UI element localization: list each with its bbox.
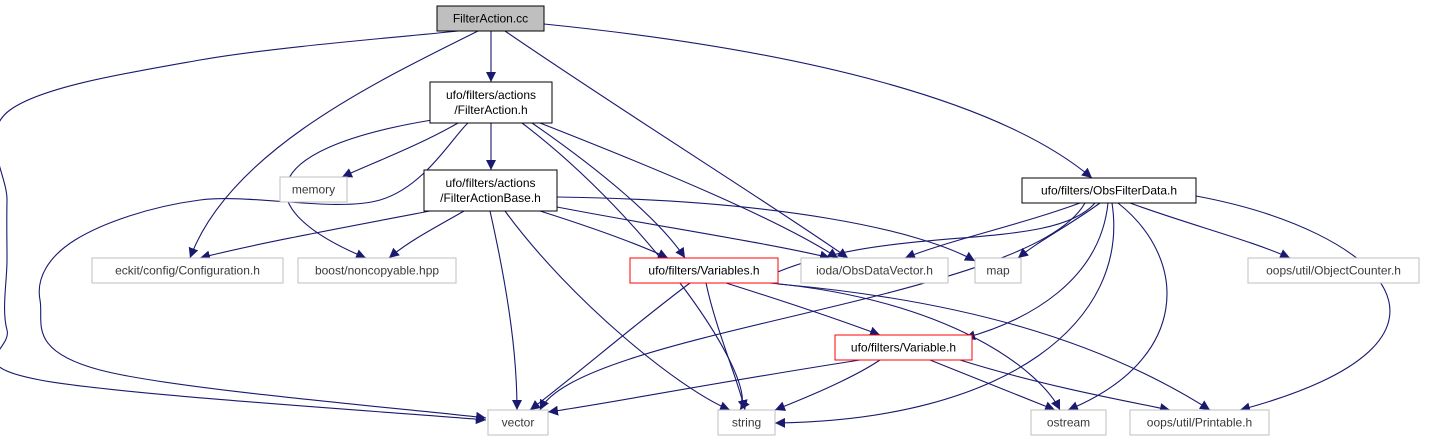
edge-ufo-filters-variable-h-to-oops-util-printable-h [959,359,1171,413]
node-box [1021,177,1197,204]
node-box [717,409,776,436]
edge-ufo-filters-obsfilterdata-h-to-ostream [1067,202,1168,411]
node-ufo-filters-variable-h[interactable]: ufo/filters/Variable.h [834,334,973,361]
node-box [800,257,949,284]
node-box [436,5,545,32]
edge-ufo-filters-variables-h-to-ostream [769,282,1061,411]
node-label: memory [292,183,335,197]
node-label: ufo/filters/actions [446,88,536,102]
edge-ufo-filters-variable-h-to-vector [547,359,861,416]
node-ostream: ostream [1030,409,1107,436]
node-label: oops/util/ObjectCounter.h [1266,264,1401,278]
edge-ufo-filters-actions-filteractionbase-h-to-boost-noncopyable-hpp [388,210,465,259]
edge-filteraction-cc-to-ioda-obsdatavector-h [504,30,849,259]
node-oops-util-printable-h: oops/util/Printable.h [1129,409,1270,436]
node-label: /FilterActionBase.h [440,191,541,205]
node-ioda-obsdatavector-h: ioda/ObsDataVector.h [800,257,949,284]
node-box [974,257,1022,284]
node-box [1129,409,1270,436]
node-box [91,257,284,284]
edge-ufo-filters-actions-filteraction-h-to-memory [341,122,459,178]
node-ufo-filters-actions-filteraction-h[interactable]: ufo/filters/actions/FilterAction.h [429,81,553,124]
node-label: ufo/filters/Variable.h [851,341,956,355]
node-map: map [974,257,1022,284]
node-box [487,409,549,436]
node-box [834,334,973,361]
node-boost-noncopyable-hpp: boost/noncopyable.hpp [297,257,457,284]
node-label: boost/noncopyable.hpp [315,264,439,278]
node-label: ostream [1047,416,1090,430]
node-box [423,169,558,212]
node-label: string [732,416,761,430]
edge-ufo-filters-actions-filteraction-h-to-ioda-obsdatavector-h [539,122,839,259]
node-ufo-filters-obsfilterdata-h[interactable]: ufo/filters/ObsFilterData.h [1021,177,1197,204]
edge-ufo-filters-variables-h-to-oops-util-printable-h [777,283,1211,411]
node-label: ioda/ObsDataVector.h [816,264,933,278]
edge-ufo-filters-actions-filteractionbase-h-to-eckit-config-configuration-h [199,210,431,261]
node-label: /FilterAction.h [454,103,527,117]
edge-ufo-filters-actions-filteractionbase-h-to-ioda-obsdatavector-h [556,206,831,261]
node-label: ufo/filters/actions [445,176,535,190]
edge-ufo-filters-actions-filteractionbase-h-to-vector [489,210,522,411]
edge-ufo-filters-variables-h-to-ufo-filters-variable-h [725,282,881,337]
node-oops-util-objectcounter-h: oops/util/ObjectCounter.h [1247,257,1420,284]
node-box [629,257,779,284]
edge-ufo-filters-variables-h-to-vector [529,282,691,411]
edge-ufo-filters-obsfilterdata-h-to-string [774,202,1115,428]
edge-ufo-filters-obsfilterdata-h-to-oops-util-objectcounter-h [1129,202,1291,259]
edge-ufo-filters-obsfilterdata-h-to-vector [539,202,1086,411]
node-box [429,81,553,124]
edge-ufo-filters-variable-h-to-string [774,359,881,411]
edge-ufo-filters-variable-h-to-ostream [929,359,1056,411]
node-string: string [717,409,776,436]
edge-filteraction-cc-to-ufo-filters-obsfilterdata-h [543,23,1093,179]
node-box [297,257,457,284]
edge-ufo-filters-actions-filteraction-h-to-vector [38,122,487,422]
node-label: oops/util/Printable.h [1147,416,1252,430]
node-label: vector [502,416,535,430]
node-box [1030,409,1107,436]
edge-ufo-filters-obsfilterdata-h-to-oops-util-printable-h [1195,195,1391,413]
edge-filteraction-cc-to-vector [0,30,487,425]
node-eckit-config-configuration-h: eckit/config/Configuration.h [91,257,284,284]
edge-ufo-filters-actions-filteractionbase-h-to-map [556,196,976,262]
node-label: eckit/config/Configuration.h [115,264,260,278]
nodes-layer: FilterAction.cc ufo/filters/actions/Filte… [91,5,1420,436]
node-box [279,176,348,203]
edge-ufo-filters-actions-filteraction-h-to-string [521,122,750,411]
edge-filteraction-cc-to-eckit-config-configuration-h [188,30,479,259]
node-memory: memory [279,176,348,203]
node-label: FilterAction.cc [453,12,528,26]
node-label: map [986,264,1010,278]
edges-layer [0,23,1391,428]
edge-ufo-filters-variables-h-to-string [705,282,748,411]
edge-ufo-filters-obsfilterdata-h-to-map [1017,202,1101,259]
node-filteraction-cc[interactable]: FilterAction.cc [436,5,545,32]
edge-ufo-filters-obsfilterdata-h-to-ufo-filters-variable-h [964,202,1109,341]
node-label: ufo/filters/ObsFilterData.h [1041,184,1177,198]
node-label: ufo/filters/Variables.h [648,264,759,278]
node-ufo-filters-actions-filteractionbase-h[interactable]: ufo/filters/actions/FilterActionBase.h [423,169,558,212]
edge-ufo-filters-actions-filteractionbase-h-to-string [504,210,731,411]
edge-ufo-filters-actions-filteraction-h-to-ufo-filters-variables-h [531,122,686,259]
node-vector: vector [487,409,549,436]
edge-ufo-filters-actions-filteractionbase-h-to-ufo-filters-variables-h [539,210,669,259]
edge-ufo-filters-obsfilterdata-h-to-ioda-obsdatavector-h [904,202,1081,259]
node-ufo-filters-variables-h[interactable]: ufo/filters/Variables.h [629,257,779,284]
node-box [1247,257,1420,284]
